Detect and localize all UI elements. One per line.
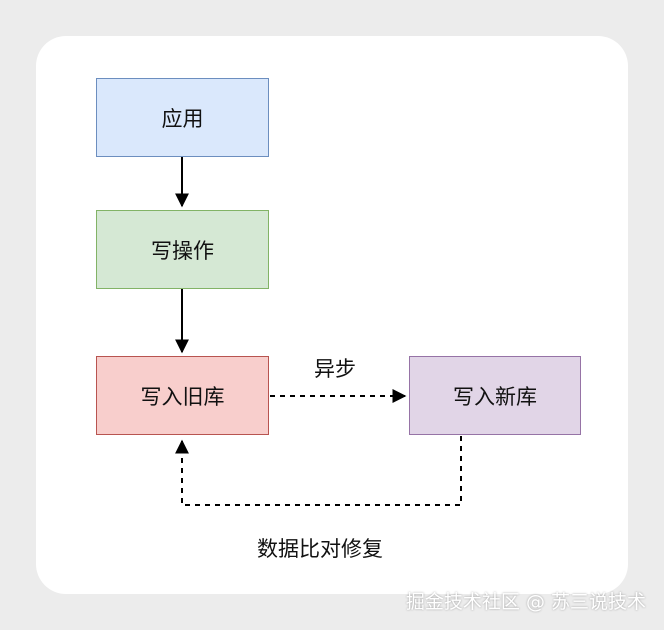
node-app-label: 应用 (161, 106, 204, 131)
node-app: 应用 (96, 78, 269, 157)
node-write-old-db-label: 写入旧库 (140, 384, 225, 409)
edge-repair-label: 数据比对修复 (257, 537, 383, 561)
node-write-new-db-label: 写入新库 (453, 384, 537, 409)
edge-repair (175, 436, 462, 506)
node-write-op-label: 写操作 (151, 238, 214, 263)
node-write-op: 写操作 (96, 210, 269, 289)
node-write-new-db: 写入新库 (409, 356, 581, 435)
node-write-old-db: 写入旧库 (96, 356, 269, 435)
watermark: 掘金技术社区 @ 苏三说技术 (405, 591, 646, 613)
edge-async-label: 异步 (314, 357, 356, 381)
